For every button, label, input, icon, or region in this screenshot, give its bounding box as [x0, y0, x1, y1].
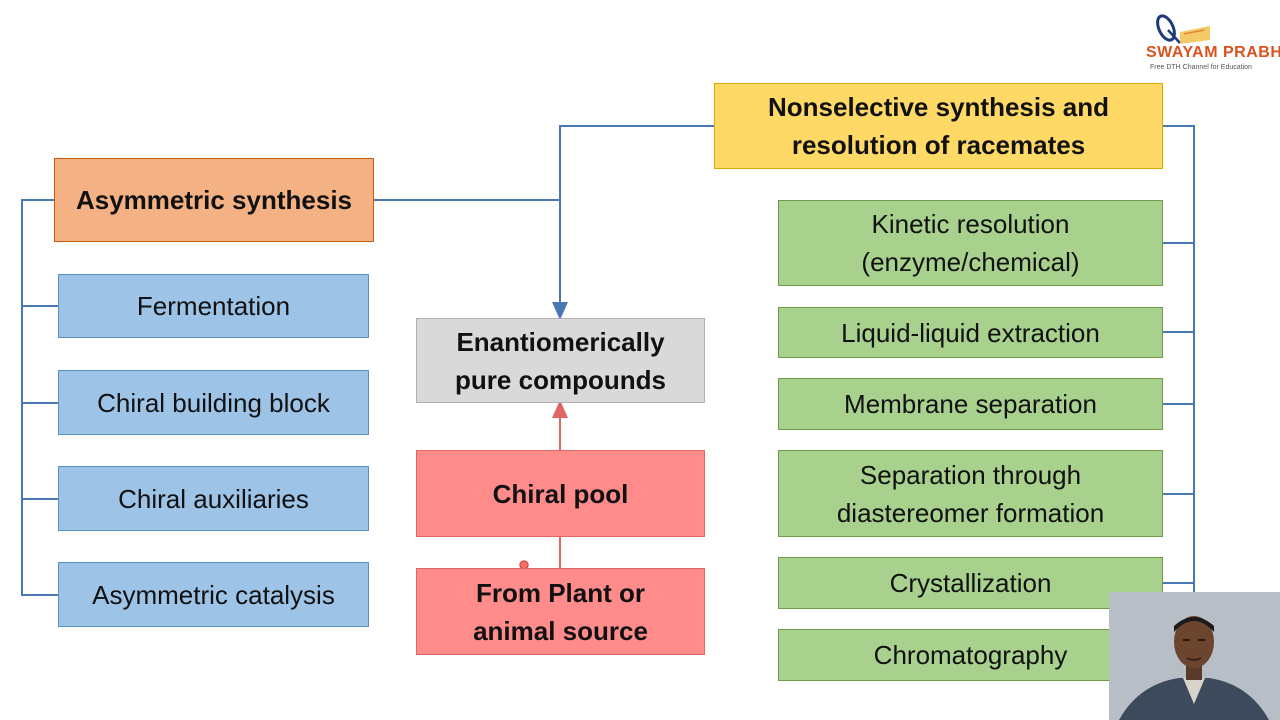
presenter-video [1109, 592, 1280, 720]
asymmetric-bracket [21, 199, 58, 596]
chiral-building-block-label: Chiral building block [97, 387, 330, 418]
enantiomerically-pure-box: Enantiomerically pure compounds [416, 318, 705, 403]
chiral-pool-box: Chiral pool [416, 450, 705, 537]
nonselective-synthesis-box: Nonselective synthesis and resolution of… [714, 83, 1163, 169]
chiral-pool-label: Chiral pool [492, 478, 629, 509]
swayam-prabha-logo-icon [1156, 14, 1210, 44]
diastereomer-separation-box: Separation through diastereomer formatio… [778, 450, 1163, 537]
asymmetric-synthesis-label: Asymmetric synthesis [75, 185, 353, 215]
asymmetric-synthesis-box: Asymmetric synthesis [54, 158, 374, 242]
chiral-auxiliaries-label: Chiral auxiliaries [118, 483, 309, 514]
asymmetric-catalysis-label: Asymmetric catalysis [92, 579, 335, 610]
asymmetric-catalysis-box: Asymmetric catalysis [58, 562, 369, 627]
membrane-separation-label: Membrane separation [844, 389, 1097, 419]
fermentation-box: Fermentation [58, 274, 369, 338]
logo-wordmark: SWAYAM PRABHA [1146, 44, 1280, 61]
chiral-building-block-box: Chiral building block [58, 370, 369, 435]
membrane-separation-box: Membrane separation [778, 378, 1163, 430]
nonselective-synthesis-label: Nonselective synthesis and resolution of… [767, 92, 1110, 160]
diastereomer-separation-label: Separation through diastereomer formatio… [836, 459, 1105, 528]
kinetic-resolution-label: Kinetic resolution (enzyme/chemical) [861, 209, 1080, 277]
enantiomerically-pure-label: Enantiomerically pure compounds [455, 326, 666, 395]
liquid-liquid-extraction-label: Liquid-liquid extraction [841, 317, 1100, 348]
plant-animal-source-label: From Plant or animal source [473, 577, 648, 646]
chiral-auxiliaries-box: Chiral auxiliaries [58, 466, 369, 531]
crystallization-label: Crystallization [889, 568, 1052, 598]
plant-animal-source-box: From Plant or animal source [416, 568, 705, 655]
kinetic-resolution-box: Kinetic resolution (enzyme/chemical) [778, 200, 1163, 286]
presenter-figure-icon [1109, 592, 1280, 720]
chromatography-label: Chromatography [873, 640, 1068, 670]
crystallization-box: Crystallization [778, 557, 1163, 609]
flow-to-target [374, 125, 714, 320]
chromatography-box: Chromatography [778, 629, 1163, 681]
logo-tagline: Free DTH Channel for Education [1150, 64, 1252, 71]
liquid-liquid-extraction-box: Liquid-liquid extraction [778, 307, 1163, 358]
nonselective-bracket [1163, 125, 1195, 600]
fermentation-label: Fermentation [136, 291, 291, 321]
